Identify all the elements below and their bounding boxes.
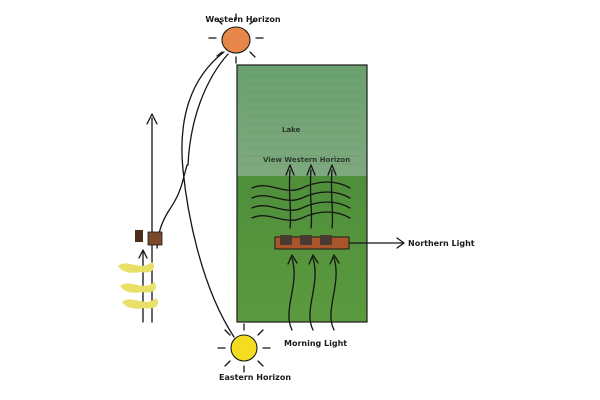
western-horizon-label: Western Horizon <box>205 15 280 24</box>
northern-light-arrow <box>349 237 405 249</box>
view-arrows <box>285 164 337 229</box>
lake-area <box>237 65 367 177</box>
wave-lines <box>251 181 351 221</box>
view-western-horizon-label: View Western Horizon <box>263 156 350 164</box>
section-structure-icon <box>135 230 163 246</box>
eastern-sun-icon <box>217 323 271 373</box>
eastern-horizon-label: Eastern Horizon <box>219 373 291 382</box>
lake-label: Lake <box>282 126 301 134</box>
sun-path-curves <box>156 51 235 338</box>
morning-light-label: Morning Light <box>284 339 347 348</box>
northern-light-label: Northern Light <box>408 239 475 248</box>
grass-tufts-icon <box>118 262 159 309</box>
western-sun-icon <box>208 13 264 64</box>
building-icon <box>274 235 350 250</box>
morning-light-arrows <box>287 254 340 331</box>
